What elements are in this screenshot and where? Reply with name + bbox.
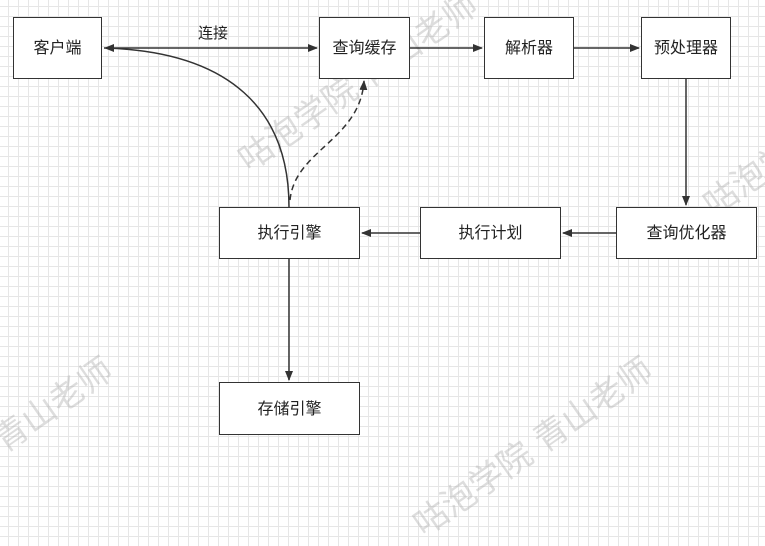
node-label: 预处理器	[653, 38, 718, 57]
node-label: 执行引擎	[257, 223, 322, 242]
node-storage-engine[interactable]: 存储引擎	[219, 382, 360, 435]
node-client[interactable]: 客户端	[13, 17, 102, 79]
node-label: 查询缓存	[332, 38, 397, 57]
node-preprocessor[interactable]: 预处理器	[641, 17, 731, 79]
node-label: 存储引擎	[257, 398, 322, 418]
edge-engine-client-curve	[105, 47, 290, 208]
node-label: 执行计划	[458, 223, 523, 242]
edge-engine-cache-dashed	[289, 80, 368, 201]
node-query-cache[interactable]: 查询缓存	[319, 17, 410, 79]
node-label: 查询优化器	[646, 223, 727, 242]
node-execution-plan[interactable]: 执行计划	[420, 207, 561, 259]
edges	[104, 44, 690, 381]
node-parser[interactable]: 解析器	[484, 17, 574, 79]
edge-label-connect: 连接	[198, 24, 229, 42]
node-execution-engine[interactable]: 执行引擎	[219, 207, 360, 259]
node-label: 解析器	[504, 38, 553, 57]
node-label: 客户端	[33, 38, 82, 57]
node-optimizer[interactable]: 查询优化器	[616, 207, 757, 259]
